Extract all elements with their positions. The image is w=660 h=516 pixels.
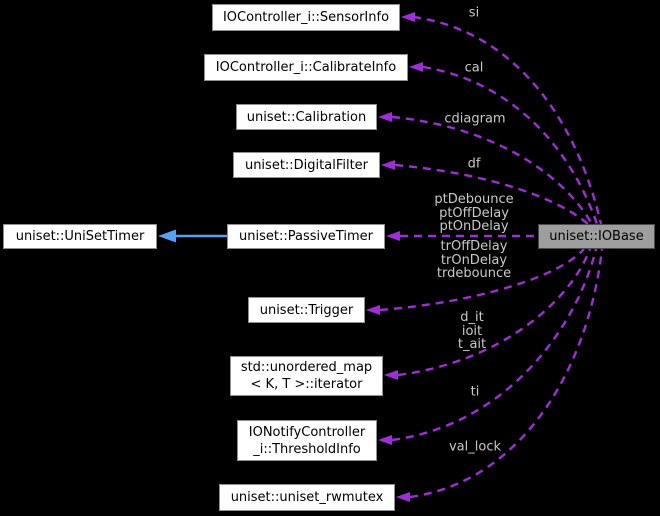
edge-tr-triggers-arrowhead-icon: [366, 305, 380, 315]
node-iterator-label-line: < K, T >::iterator: [250, 377, 363, 392]
node-thresholdinfo-label-line: _i::ThresholdInfo: [253, 441, 361, 457]
node-thresholdinfo-label-line: IONotifyController: [248, 424, 366, 440]
edge-pt-timers-arrowhead-icon: [386, 231, 400, 241]
node-passivetimer[interactable]: uniset::PassiveTimer: [227, 224, 385, 249]
node-iterator[interactable]: std::unordered_map< K, T >::iterator: [230, 356, 383, 396]
edge-tr-triggers-line: [379, 248, 585, 312]
node-unisettimer[interactable]: uniset::UniSetTimer: [3, 224, 157, 249]
edge-val_lock-arrowhead-icon: [396, 492, 410, 502]
edge-cdiagram-arrowhead-icon: [378, 112, 392, 122]
edge-df-arrowhead-icon: [381, 160, 395, 170]
edge-cdiagram-line: [391, 115, 594, 225]
edge-ti-line: [391, 248, 598, 442]
node-passivetimer-label-line: uniset::PassiveTimer: [239, 229, 373, 244]
node-sensorinfo[interactable]: IOController_i::SensorInfo: [212, 4, 400, 31]
edge-val_lock-line: [409, 248, 604, 499]
node-iterator-label-line: std::unordered_map: [240, 360, 373, 375]
node-trigger-label-line: uniset::Trigger: [259, 302, 354, 318]
edge-iterators-arrowhead-icon: [384, 370, 398, 380]
edge-cal-arrowhead-icon: [409, 62, 423, 72]
node-sensorinfo-label-line: IOController_i::SensorInfo: [222, 10, 390, 25]
edge-si-line: [412, 15, 603, 225]
node-thresholdinfo[interactable]: IONotifyController_i::ThresholdInfo: [237, 420, 377, 461]
edge-cal-line: [422, 65, 599, 225]
node-digitalfilter-label-line: uniset::DigitalFilter: [244, 157, 369, 173]
node-trigger[interactable]: uniset::Trigger: [248, 297, 365, 323]
edge-df-line: [394, 163, 589, 225]
node-calibration-label-line: uniset::Calibration: [246, 109, 367, 125]
node-rwmutex[interactable]: uniset::uniset_rwmutex: [219, 484, 395, 511]
node-rwmutex-label-line: uniset::uniset_rwmutex: [230, 490, 384, 505]
node-calibration[interactable]: uniset::Calibration: [236, 104, 377, 130]
node-calibrateinfo-label-line: IOController_i::CalibrateInfo: [215, 60, 397, 75]
edge-iterators-line: [397, 248, 592, 377]
node-iobase[interactable]: uniset::IOBase: [538, 224, 655, 249]
node-calibrateinfo[interactable]: IOController_i::CalibrateInfo: [204, 54, 408, 81]
edge-ti-arrowhead-icon: [378, 435, 392, 445]
node-unisettimer-label-line: uniset::UniSetTimer: [15, 229, 145, 244]
node-digitalfilter[interactable]: uniset::DigitalFilter: [233, 152, 380, 178]
edge-si-arrowhead-icon: [401, 12, 415, 22]
edge-inheritance-passivetimer-unisettimer-arrowhead-icon: [158, 229, 176, 243]
node-iobase-label-line: uniset::IOBase: [549, 229, 644, 244]
